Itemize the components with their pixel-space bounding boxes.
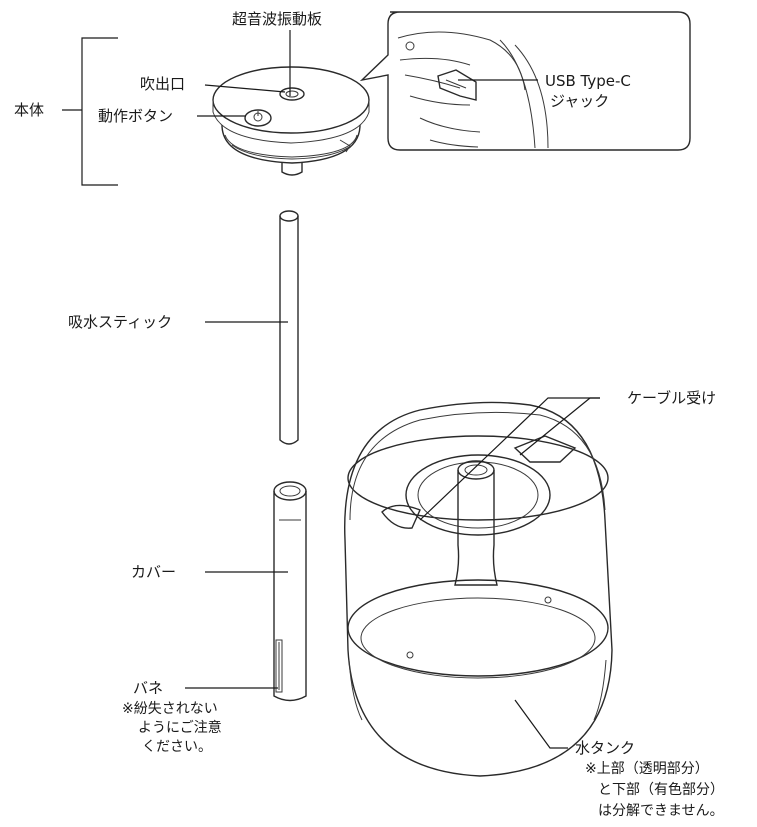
cover-label: カバー [131,563,177,581]
outlet-leader [204,84,286,93]
usb-detail-callout [359,11,691,151]
spring-label: バネ [133,679,164,697]
main-body-unit [212,66,370,176]
wick-stick [205,210,299,445]
wick-label: 吸水スティック [68,313,173,331]
spring-note-line2: ようにご注意 [138,720,222,736]
spring-note-line3: ください。 [142,739,212,755]
spring-note-line1: ※紛失されない [122,701,218,717]
usb-jack-label-line2: ジャック [550,92,610,110]
body-label: 本体 [14,101,45,119]
tank-note-line1: ※上部（透明部分） [585,761,709,777]
operation-button-label: 動作ボタン [98,107,174,125]
usb-jack-label-line1: USB Type-C [545,72,631,90]
outlet-label: 吹出口 [140,75,186,93]
tank-note-line3: は分解できません。 [598,803,724,819]
ultrasonic-plate-label: 超音波振動板 [232,10,323,28]
body-bracket [81,37,118,186]
cover-tube [185,481,307,702]
tank-note-line2: と下部（有色部分） [598,782,724,798]
tank-label: 水タンク [575,739,636,757]
tank-leader [514,699,568,749]
water-tank [344,397,613,777]
cable-holder-label: ケーブル受け [627,389,717,407]
